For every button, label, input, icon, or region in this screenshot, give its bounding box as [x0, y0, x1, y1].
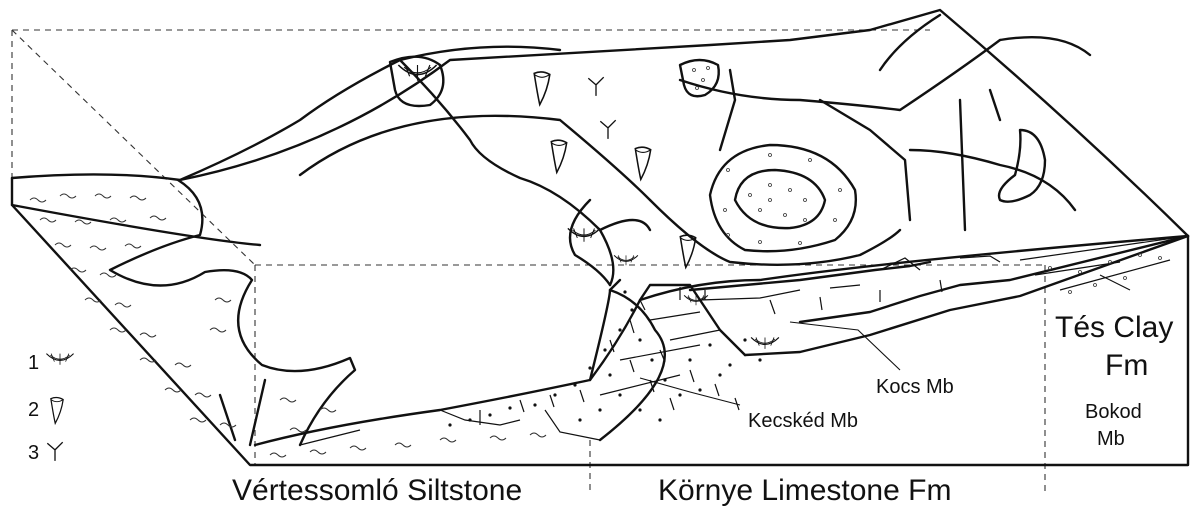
tes-clay-label-line1: Tés Clay: [1055, 311, 1173, 344]
legend: 1 2 3: [28, 352, 74, 464]
front-face-strata: [255, 236, 1188, 445]
legend-number-3: 3: [28, 442, 39, 464]
branch-fossil-icon: [47, 442, 62, 461]
tes-clay-label-line2: Fm: [1105, 349, 1148, 382]
legend-number-2: 2: [28, 399, 39, 421]
surface-fossils: [398, 65, 779, 349]
bokod-label-line2: Mb: [1097, 428, 1125, 450]
hidden-edges: [12, 30, 1045, 495]
horn-shell-icon: [51, 398, 63, 424]
legend-number-1: 1: [28, 352, 39, 374]
bokod-label-line1: Bokod: [1085, 401, 1142, 423]
siltstone-pattern: [30, 194, 546, 457]
kecsked-label: Kecskéd Mb: [748, 410, 858, 432]
vertessomlo-label: Vértessomló Siltstone: [232, 474, 522, 507]
kornye-label: Környe Limestone Fm: [658, 474, 951, 507]
coral-fan-icon: [46, 354, 73, 365]
kocs-label: Kocs Mb: [876, 376, 954, 398]
